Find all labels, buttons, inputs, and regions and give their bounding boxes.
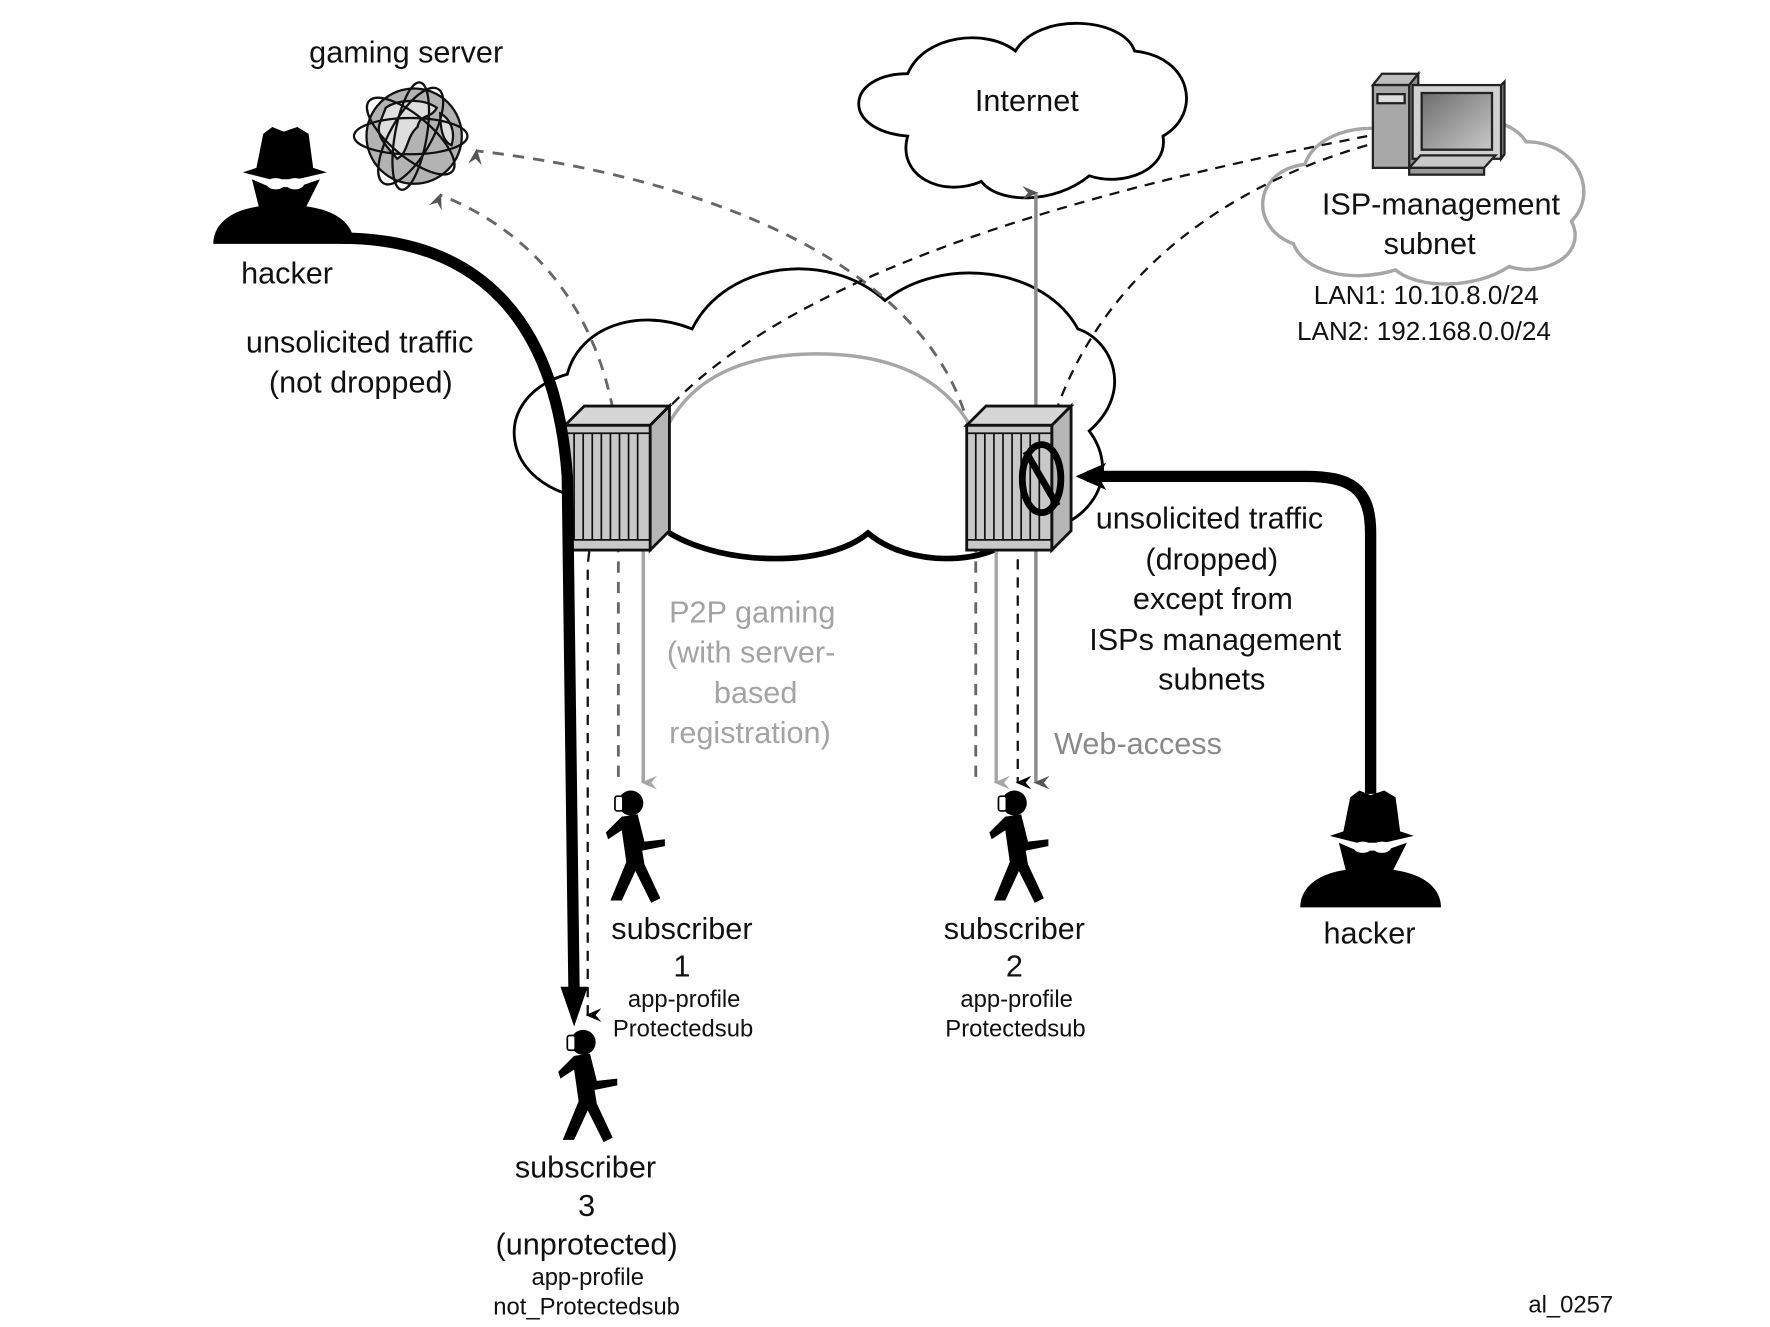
lan2-label: LAN2: 192.168.0.0/24 (1297, 316, 1551, 346)
subscriber-2-icon (989, 790, 1049, 903)
blocked-icon (1018, 441, 1065, 517)
subscriber-1-number: 1 (673, 950, 690, 984)
annotation-line: (dropped) (1145, 542, 1278, 576)
hacker-right-label: hacker (1324, 917, 1416, 951)
isp-management-label-1: ISP-management (1322, 187, 1561, 221)
isp-management-cloud: ISP-management subnet LAN1: 10.10.8.0/24… (1260, 115, 1586, 346)
internet-label: Internet (975, 84, 1079, 118)
subscriber-3-icon (558, 1029, 618, 1143)
subscriber-1-label: subscriber (611, 912, 752, 946)
subscriber-2-number: 2 (1006, 950, 1023, 984)
annotation-line: subnets (1158, 663, 1265, 697)
annotation-line: unsolicited traffic (1096, 502, 1323, 536)
annotation-p2p-gaming: P2P gaming (with server- based registrat… (667, 596, 835, 750)
subscriber-3-profile: not_Protectedsub (493, 1294, 680, 1321)
subscriber-3-status: (unprotected) (496, 1227, 678, 1261)
annotation-web-access: Web-access (1054, 727, 1222, 761)
subscriber-2-label: subscriber (944, 912, 1085, 946)
annotation-line: P2P gaming (669, 596, 835, 630)
gaming-registration-flows (428, 148, 978, 777)
subscriber-1-profile: Protectedsub (613, 1016, 753, 1043)
subscriber-3-number: 3 (578, 1189, 595, 1223)
arrowhead-icon (560, 986, 588, 1027)
figure-id: al_0257 (1528, 1291, 1613, 1318)
annotation-not-dropped: unsolicited traffic (not dropped) (246, 326, 473, 400)
router-right-icon (963, 402, 1075, 554)
unsolicited-traffic-dropped (1086, 470, 1377, 794)
hacker-left-label: hacker (241, 257, 333, 291)
arrowhead-icon (1075, 462, 1107, 490)
subscriber-1-icon (605, 790, 665, 903)
annotation-line: (not dropped) (269, 365, 453, 399)
subscriber-2-profile-label: app-profile (960, 986, 1073, 1013)
annotation-line: except from (1133, 582, 1293, 616)
annotation-line: registration) (669, 716, 831, 750)
annotation-dropped: unsolicited traffic (dropped) except fro… (1089, 502, 1341, 697)
globe-icon (352, 81, 469, 191)
gaming-server-label: gaming server (309, 35, 503, 69)
desktop-computer-icon (1370, 70, 1506, 176)
annotation-line: (with server- (667, 635, 835, 669)
subscriber-3-profile-label: app-profile (531, 1264, 644, 1291)
router-left-icon (561, 402, 673, 554)
subscriber-1-profile-label: app-profile (628, 986, 741, 1013)
internet-cloud: Internet (857, 21, 1188, 200)
subscriber-2-profile: Protectedsub (945, 1016, 1085, 1043)
annotation-line: ISPs management (1089, 623, 1341, 657)
hacker-right-icon (1300, 790, 1441, 908)
lan1-label: LAN1: 10.10.8.0/24 (1314, 280, 1539, 310)
isp-management-label-2: subnet (1384, 227, 1476, 261)
annotation-line: based (714, 676, 797, 710)
subscriber-3-label: subscriber (515, 1150, 656, 1184)
annotation-line: unsolicited traffic (246, 326, 473, 360)
hacker-left-icon (213, 127, 354, 244)
unsolicited-traffic-not-dropped (340, 232, 580, 999)
